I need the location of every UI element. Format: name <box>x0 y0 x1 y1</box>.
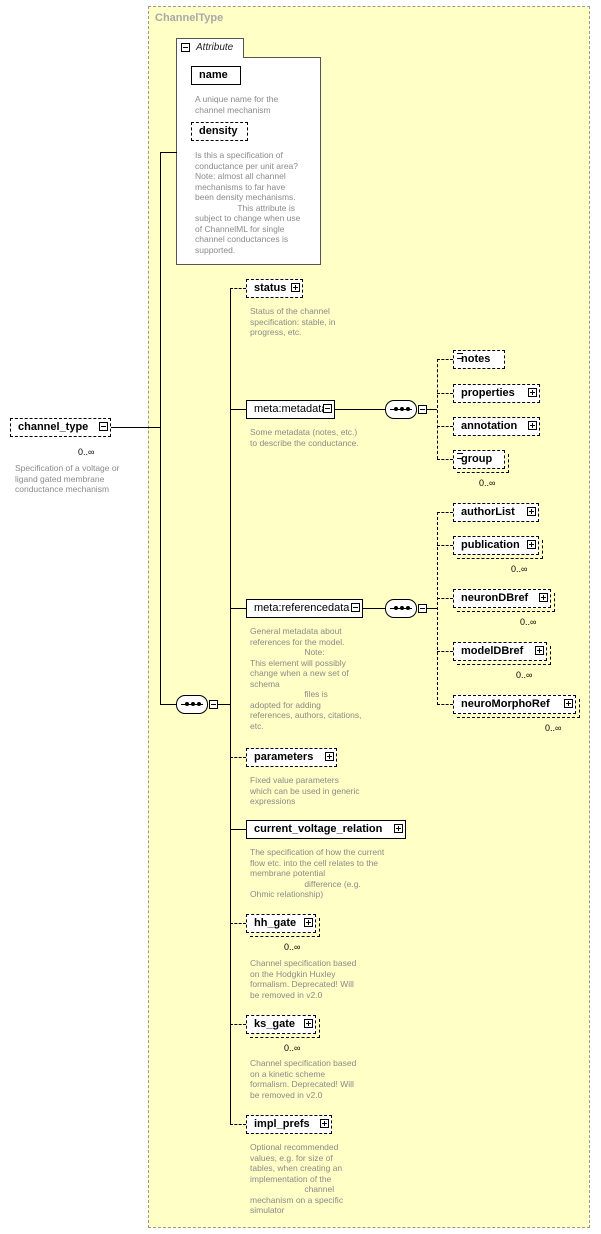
element-modelDBref-cardinality: 0..∞ <box>516 670 533 680</box>
collapse-icon[interactable] <box>351 603 360 612</box>
element-label: properties <box>461 387 515 399</box>
attribute-tab-label: Attribute <box>196 42 234 53</box>
element-annotation[interactable]: annotation <box>453 417 540 436</box>
element-hh-gate[interactable]: hh_gate <box>246 914 320 937</box>
element-label: neuronDBref <box>461 592 529 604</box>
element-label: meta:metadata <box>254 403 328 415</box>
element-publication-cardinality: 0..∞ <box>511 564 528 574</box>
element-label: parameters <box>254 751 314 763</box>
element-label: status <box>254 282 287 294</box>
attribute-density[interactable]: density <box>191 122 248 141</box>
root-element-label: channel_type <box>18 421 89 433</box>
element-current-voltage-relation-doc: The specification of how the current flo… <box>250 847 385 899</box>
expand-icon[interactable] <box>304 918 313 927</box>
expand-icon[interactable] <box>325 752 334 761</box>
collapse-icon[interactable] <box>418 604 427 613</box>
sequence-compositor-main[interactable] <box>176 695 208 714</box>
expand-icon[interactable] <box>535 646 544 655</box>
element-label: neuroMorphoRef <box>461 698 550 710</box>
element-neuronDBref[interactable]: neuronDBref <box>453 589 555 612</box>
collapse-icon[interactable] <box>209 700 218 709</box>
element-label: ks_gate <box>254 1018 295 1030</box>
expand-icon[interactable] <box>564 699 573 708</box>
expand-icon[interactable] <box>394 824 403 833</box>
sequence-compositor-metadata[interactable] <box>385 400 417 419</box>
element-meta-referencedata[interactable]: meta:referencedata <box>246 599 363 618</box>
element-ks-gate-cardinality: 0..∞ <box>284 1043 301 1053</box>
expand-icon[interactable] <box>320 1119 329 1128</box>
element-meta-referencedata-doc: General metadata about references for th… <box>250 626 362 731</box>
expand-icon[interactable] <box>528 421 537 430</box>
root-cardinality: 0..∞ <box>78 447 95 457</box>
element-parameters[interactable]: parameters <box>246 748 337 767</box>
element-label: publication <box>461 539 520 551</box>
element-meta-metadata[interactable]: meta:metadata <box>246 400 335 419</box>
attribute-name-doc: A unique name for the channel mechanism <box>195 94 279 115</box>
collapse-icon[interactable] <box>99 422 108 431</box>
element-parameters-doc: Fixed value parameters which can be used… <box>250 775 360 806</box>
element-publication[interactable]: publication <box>453 536 543 559</box>
attribute-name[interactable]: name <box>191 66 241 85</box>
element-neuroMorphoRef-cardinality: 0..∞ <box>545 723 562 733</box>
collapse-icon[interactable] <box>418 405 427 414</box>
root-element-channel-type[interactable]: channel_type <box>10 418 111 437</box>
element-ks-gate-doc: Channel specification based on a kinetic… <box>250 1058 357 1100</box>
element-group-cardinality: 0..∞ <box>479 478 496 488</box>
element-status[interactable]: status <box>246 279 303 298</box>
attribute-name-label: name <box>199 69 228 81</box>
expand-icon[interactable] <box>291 283 300 292</box>
element-impl-prefs-doc: Optional recommended values, e.g. for si… <box>250 1142 344 1215</box>
element-properties[interactable]: properties <box>453 384 540 403</box>
collapse-icon[interactable] <box>181 43 190 52</box>
element-meta-metadata-doc: Some metadata (notes, etc.) to describe … <box>250 427 359 448</box>
element-label: current_voltage_relation <box>254 823 383 835</box>
element-label: impl_prefs <box>254 1118 310 1130</box>
expand-icon[interactable] <box>539 593 548 602</box>
element-current-voltage-relation[interactable]: current_voltage_relation <box>246 820 406 839</box>
element-hh-gate-doc: Channel specification based on the Hodgk… <box>250 958 357 1000</box>
element-label: meta:referencedata <box>254 602 350 614</box>
element-hh-gate-cardinality: 0..∞ <box>284 942 301 952</box>
attribute-group-tab[interactable]: Attribute <box>176 38 244 58</box>
element-label: group <box>461 453 493 465</box>
element-label: notes <box>461 353 491 365</box>
element-neuroMorphoRef[interactable]: neuroMorphoRef <box>453 695 580 718</box>
root-doc: Specification of a voltage or ligand gat… <box>15 463 120 494</box>
attribute-density-doc: Is this a specification of conductance p… <box>195 150 301 255</box>
expand-icon[interactable] <box>527 507 536 516</box>
element-neuronDBref-cardinality: 0..∞ <box>520 617 537 627</box>
element-impl-prefs[interactable]: impl_prefs <box>246 1115 332 1134</box>
element-label: annotation <box>461 420 518 432</box>
expand-icon[interactable] <box>304 1019 313 1028</box>
collapse-icon[interactable] <box>323 404 332 413</box>
element-status-doc: Status of the channel specification: sta… <box>250 306 336 337</box>
element-label: hh_gate <box>254 917 297 929</box>
element-label: authorList <box>461 506 515 518</box>
element-ks-gate[interactable]: ks_gate <box>246 1015 320 1038</box>
element-label: modelDBref <box>461 645 524 657</box>
element-modelDBref[interactable]: modelDBref <box>453 642 551 665</box>
complex-type-title: ChannelType <box>155 12 224 24</box>
attribute-group-box <box>176 57 321 265</box>
element-notes[interactable]: notes <box>453 350 505 369</box>
sequence-compositor-referencedata[interactable] <box>385 599 417 618</box>
expand-icon[interactable] <box>527 540 536 549</box>
attribute-density-label: density <box>199 125 238 137</box>
element-authorList[interactable]: authorList <box>453 503 539 522</box>
expand-icon[interactable] <box>528 388 537 397</box>
element-group[interactable]: group <box>453 450 509 473</box>
